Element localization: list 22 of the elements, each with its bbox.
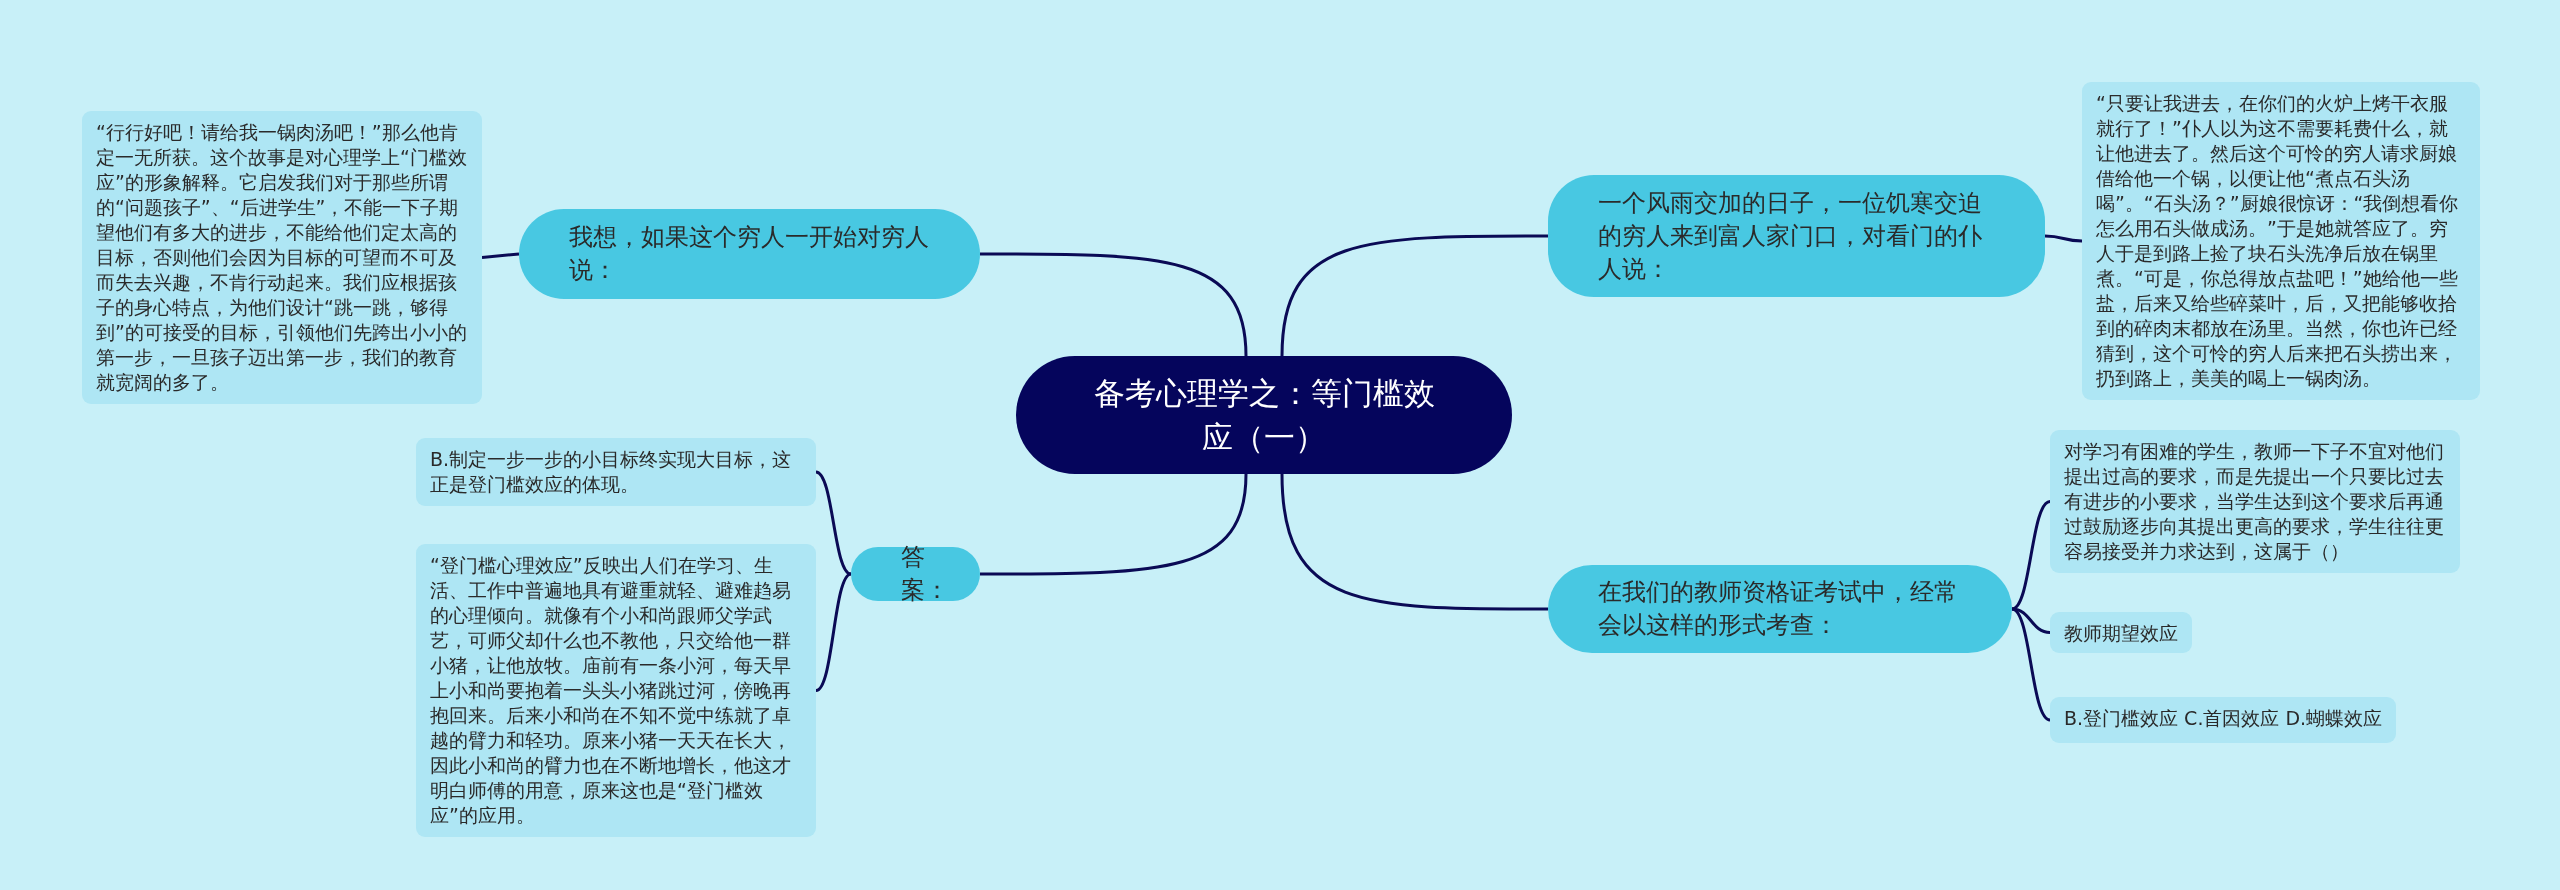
- connector-line: [815, 572, 852, 692]
- connector-line: [1280, 473, 1548, 611]
- connector-line: [1280, 234, 1548, 357]
- branch-bubble: 一个风雨交加的日子，一位饥寒交迫的穷人来到富人家门口，对看门的仆人说：: [1548, 175, 2045, 297]
- note-card: 对学习有困难的学生，教师一下子不宜对他们提出过高的要求，而是先提出一个只要比过去有进步的小要求，当学生达到这个要求后再通过鼓励逐步向其提出更高的要求，学生往往更容易接受并力求达到，这属于（）: [2050, 430, 2460, 573]
- connector-line: [2044, 234, 2083, 243]
- note-card: “登门槛心理效应”反映出人们在学习、生活、工作中普遍地具有避重就轻、避难趋易的心理倾向。就像有个小和尚跟师父学武艺，可师父却什么也不教他，只交给他一群小猪，让他放牧。庙前有一条小河，每天早上小和尚要抱着一头头小猪跳过河，傍晚再抱回来。后来小和尚在不知不觉中练就了卓越的臂力和轻功。原来小猪一天天在长大，因此小和尚的臂力也在不断地增长，他这才明白师傅的用意，原来这也是“登门槛效应”的应用。: [416, 544, 816, 837]
- connector-line: [2011, 500, 2051, 611]
- connector-line: [980, 252, 1248, 357]
- connector-line: [481, 252, 520, 259]
- topic-bubble: 备考心理学之：等门槛效应（一）: [1016, 356, 1512, 474]
- note-card: “行行好吧！请给我一锅肉汤吧！”那么他肯定一无所获。这个故事是对心理学上“门槛效应”的形象解释。它启发我们对于那些所谓的“问题孩子”、“后进学生”，不能一下子期望他们有多大的进步，不能给他们定太高的目标，否则他们会因为目标的可望而不可及而失去兴趣，不肯行动起来。我们应根据孩子的身心特点，为他们设计“跳一跳，够得到”的可接受的目标，引领他们先跨出小小的第一步，一旦孩子迈出第一步，我们的教育就宽阔的多了。: [82, 111, 482, 404]
- connector-line: [815, 470, 852, 576]
- branch-bubble: 在我们的教师资格证考试中，经常会以这样的形式考查：: [1548, 565, 2012, 653]
- note-card: “只要让我进去，在你们的火炉上烤干衣服就行了！”仆人以为这不需要耗费什么，就让他进去了。然后这个可怜的穷人请求厨娘借给他一个锅，以便让他“煮点石头汤喝”。“石头汤？”厨娘很惊讶：“我倒想看你怎么用石头做成汤。”于是她就答应了。穷人于是到路上捡了块石头洗净后放在锅里煮。“可是，你总得放点盐吧！”她给他一些盐，后来又给些碎菜叶，后，又把能够收拾到的碎肉末都放在汤里。当然，你也许已经猜到，这个可怜的穷人后来把石头捞出来，扔到路上，美美的喝上一锅肉汤。: [2082, 82, 2480, 400]
- note-card: B.制定一步一步的小目标终实现大目标，这正是登门槛效应的体现。: [416, 438, 816, 506]
- branch-bubble: 我想，如果这个穷人一开始对穷人说：: [519, 209, 980, 299]
- branch-bubble: 答案：: [851, 547, 980, 601]
- connector-line: [980, 473, 1248, 576]
- note-card: B.登门槛效应 C.首因效应 D.蝴蝶效应: [2050, 697, 2397, 743]
- connector-line: [2011, 607, 2051, 722]
- note-card: 教师期望效应: [2050, 612, 2192, 653]
